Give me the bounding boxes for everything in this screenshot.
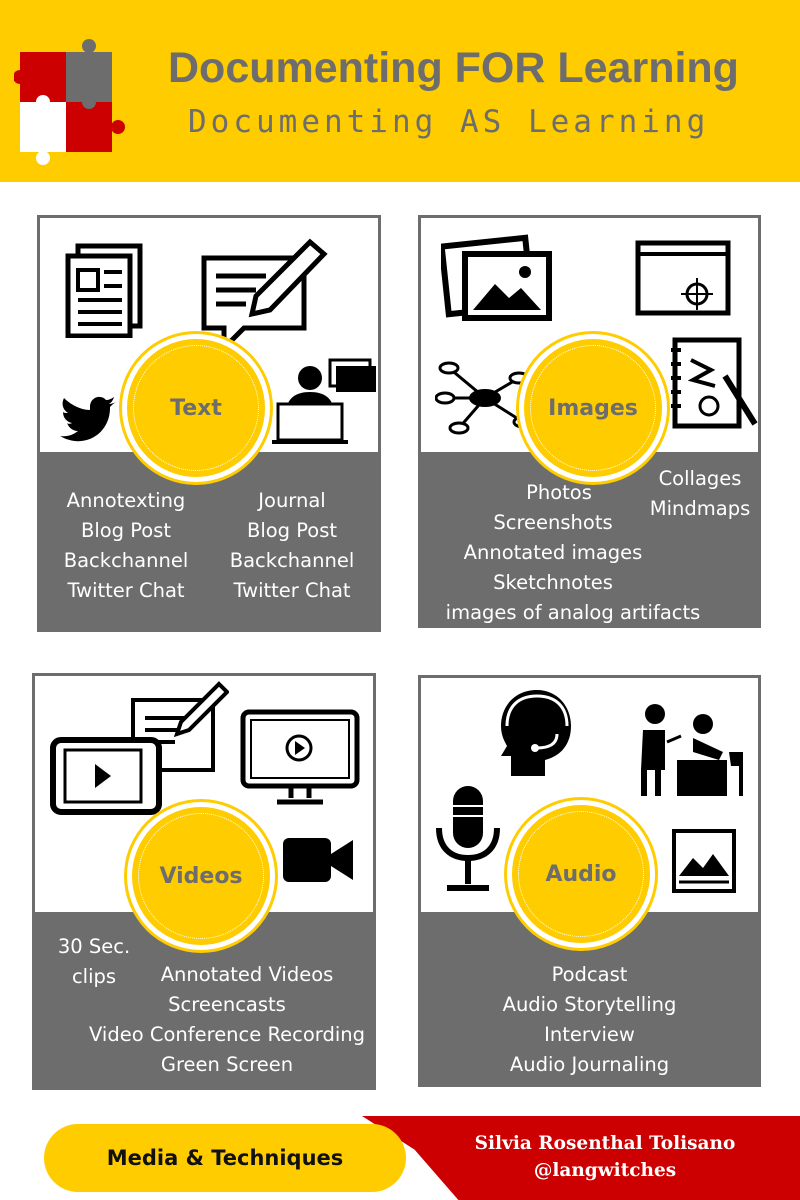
author-credit: Silvia Rosenthal Tolisano @langwitches — [440, 1130, 770, 1184]
list-item: Screenshots — [493, 511, 613, 534]
puzzle-logo-icon — [14, 39, 125, 165]
speech-pencil-icon — [201, 238, 328, 355]
category-label: Audio — [518, 811, 644, 937]
list-item: Photos — [526, 481, 592, 504]
list-item: Mindmaps — [649, 497, 751, 520]
list-item: Podcast — [551, 963, 628, 986]
list-item: Screencasts — [168, 993, 286, 1016]
list-item: Backchannel — [63, 549, 189, 572]
sketchbook-icon — [671, 337, 758, 429]
list-item: Twitter Chat — [233, 579, 351, 602]
list-item: Audio Journaling — [509, 1053, 670, 1076]
person-laptop-icon — [272, 358, 376, 444]
list-item: Twitter Chat — [67, 579, 185, 602]
category-label: Text — [133, 345, 259, 471]
list-item: Annotexting — [66, 489, 186, 512]
list-item: Green Screen — [160, 1053, 294, 1076]
image-audio-icon — [672, 829, 736, 893]
list-item: Interview — [544, 1023, 635, 1046]
list-item: Journal — [258, 489, 326, 512]
page-subtitle: Documenting AS Learning — [188, 104, 710, 140]
videos-side-list: 30 Sec. clips — [51, 932, 137, 992]
list-item: Annotated Videos — [160, 963, 334, 986]
list-item: images of analog artifacts — [445, 601, 701, 624]
category-label: Images — [530, 345, 656, 471]
list-item: clips — [71, 965, 117, 988]
list-item: Audio Storytelling — [502, 993, 677, 1016]
list-item: 30 Sec. — [57, 935, 131, 958]
author-handle: @langwitches — [533, 1160, 677, 1181]
video-camera-icon — [283, 838, 353, 882]
category-circle-images: Images — [519, 334, 667, 482]
monitor-play-icon — [240, 709, 360, 805]
screenshot-icon — [635, 240, 731, 316]
images-list: Photos Screenshots Annotated images Sket… — [425, 478, 721, 628]
category-circle-videos: Videos — [127, 802, 275, 950]
list-item: Blog Post — [246, 519, 338, 542]
panel-images: Images Photos Screenshots Annotated imag… — [418, 215, 761, 628]
category-label: Videos — [138, 813, 264, 939]
author-name: Silvia Rosenthal Tolisano — [474, 1133, 736, 1154]
microphone-icon — [436, 786, 500, 891]
header: Documenting FOR Learning Documenting AS … — [0, 0, 800, 182]
list-item: Backchannel — [229, 549, 355, 572]
document-icon — [65, 243, 143, 338]
list-item: Annotated images — [463, 541, 643, 564]
list-item: Blog Post — [80, 519, 172, 542]
list-item: Collages — [658, 467, 742, 490]
category-circle-audio: Audio — [507, 800, 655, 948]
category-circle-text: Text — [122, 334, 270, 482]
tablet-video-icon — [50, 681, 229, 815]
headset-head-icon — [501, 690, 571, 776]
page-title: Documenting FOR Learning — [168, 44, 739, 92]
twitter-bird-icon — [60, 396, 116, 442]
interview-icon — [641, 704, 743, 796]
mindmap-icon — [435, 361, 534, 435]
media-techniques-tag: Media & Techniques — [44, 1124, 406, 1192]
photos-icon — [441, 234, 552, 321]
list-item: Video Conference Recording — [89, 1023, 365, 1046]
list-item: Sketchnotes — [493, 571, 613, 594]
